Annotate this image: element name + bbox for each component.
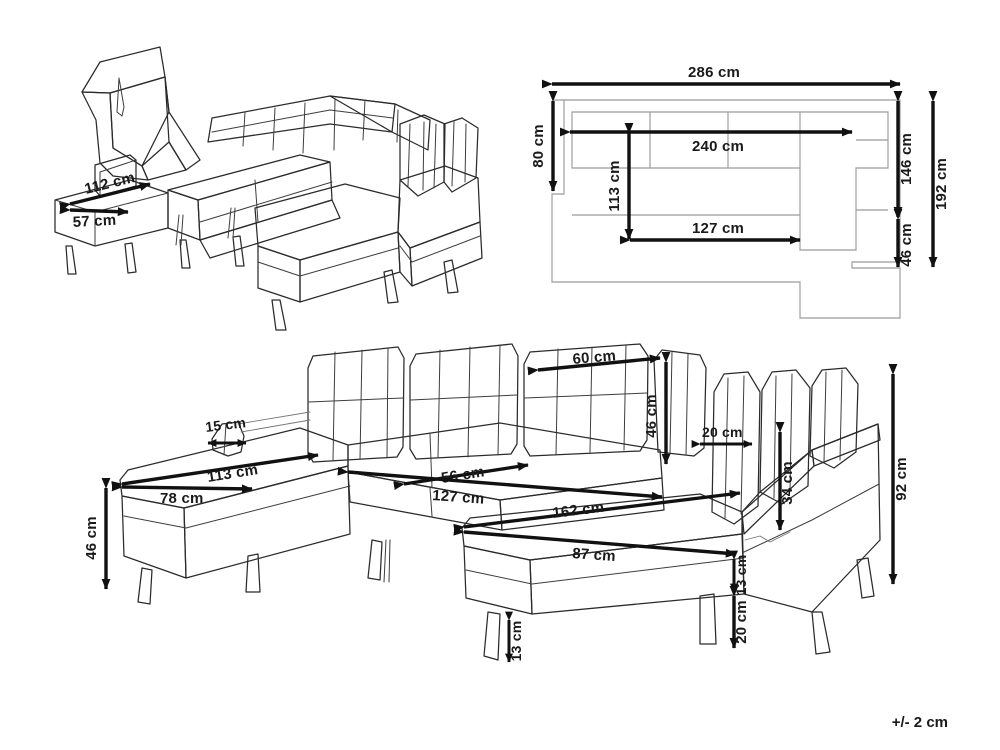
dim-label-146: 146 cm [898, 133, 915, 185]
dim-label-20-right: 20 cm [733, 600, 750, 644]
dim-label-127: 127 cm [692, 220, 744, 237]
dim-label-46-left: 46 cm [83, 516, 100, 560]
dim-main-162: 162 cm [453, 489, 741, 533]
dim-bed-57: 57 cm [59, 205, 129, 231]
dim-label-20: 20 cm [702, 424, 743, 440]
dim-label-13-right: 13 cm [733, 555, 749, 596]
raised-backrest [81, 46, 201, 181]
dim-label-46-back: 46 cm [643, 394, 660, 438]
dim-top-146: 146 cm [893, 90, 915, 218]
dim-label-15: 15 cm [204, 414, 246, 435]
dim-top-80: 80 cm [530, 90, 558, 192]
bed-mattress-surface [167, 154, 341, 269]
dim-main-13-right: 13 cm [730, 550, 749, 596]
dim-main-20-right: 20 cm [729, 585, 750, 649]
dim-main-92: 92 cm [888, 363, 910, 585]
dim-main-13-leg: 13 cm [505, 611, 524, 663]
bed-right-base [397, 165, 483, 294]
dim-label-46-top: 46 cm [898, 223, 915, 267]
dim-label-286: 286 cm [688, 64, 740, 81]
view-main-perspective: 15 cm 113 cm 78 cm 46 cm 56 cm 127 cm [83, 343, 910, 663]
dim-main-20: 20 cm [691, 424, 753, 448]
dim-main-15: 15 cm [204, 414, 247, 447]
dim-label-57: 57 cm [72, 212, 116, 231]
dim-label-127-main: 127 cm [432, 487, 485, 508]
bed-backrest-cushions [207, 95, 431, 154]
dim-label-240: 240 cm [692, 138, 744, 155]
view-top-plan: 286 cm 240 cm 127 cm 80 cm 113 cm 146 cm [530, 64, 950, 319]
dim-label-13-leg: 13 cm [508, 621, 524, 662]
dim-label-78: 78 cm [160, 490, 204, 507]
dim-main-60: 60 cm [527, 347, 661, 376]
dim-label-92: 92 cm [893, 457, 910, 501]
dim-main-87: 87 cm [453, 526, 737, 565]
dim-top-240: 240 cm [559, 127, 853, 155]
dim-main-78: 78 cm [111, 482, 253, 507]
dim-label-113: 113 cm [606, 160, 623, 211]
dim-top-113: 113 cm [606, 122, 634, 240]
dim-top-127: 127 cm [619, 220, 801, 245]
dim-main-34: 34 cm [775, 421, 796, 531]
dim-top-286: 286 cm [541, 64, 901, 89]
dim-label-87: 87 cm [572, 545, 617, 565]
dim-top-46: 46 cm [893, 208, 915, 268]
main-right-arm-body [741, 423, 881, 655]
dim-main-46-left: 46 cm [83, 477, 111, 590]
dim-top-192: 192 cm [928, 90, 950, 268]
dim-label-60: 60 cm [572, 347, 617, 368]
dim-label-162: 162 cm [551, 499, 605, 522]
tolerance-note: +/- 2 cm [892, 714, 948, 731]
dim-label-80: 80 cm [530, 124, 547, 168]
dim-main-46-back: 46 cm [643, 351, 671, 465]
dim-label-34: 34 cm [779, 461, 796, 505]
dim-label-192: 192 cm [933, 158, 950, 210]
